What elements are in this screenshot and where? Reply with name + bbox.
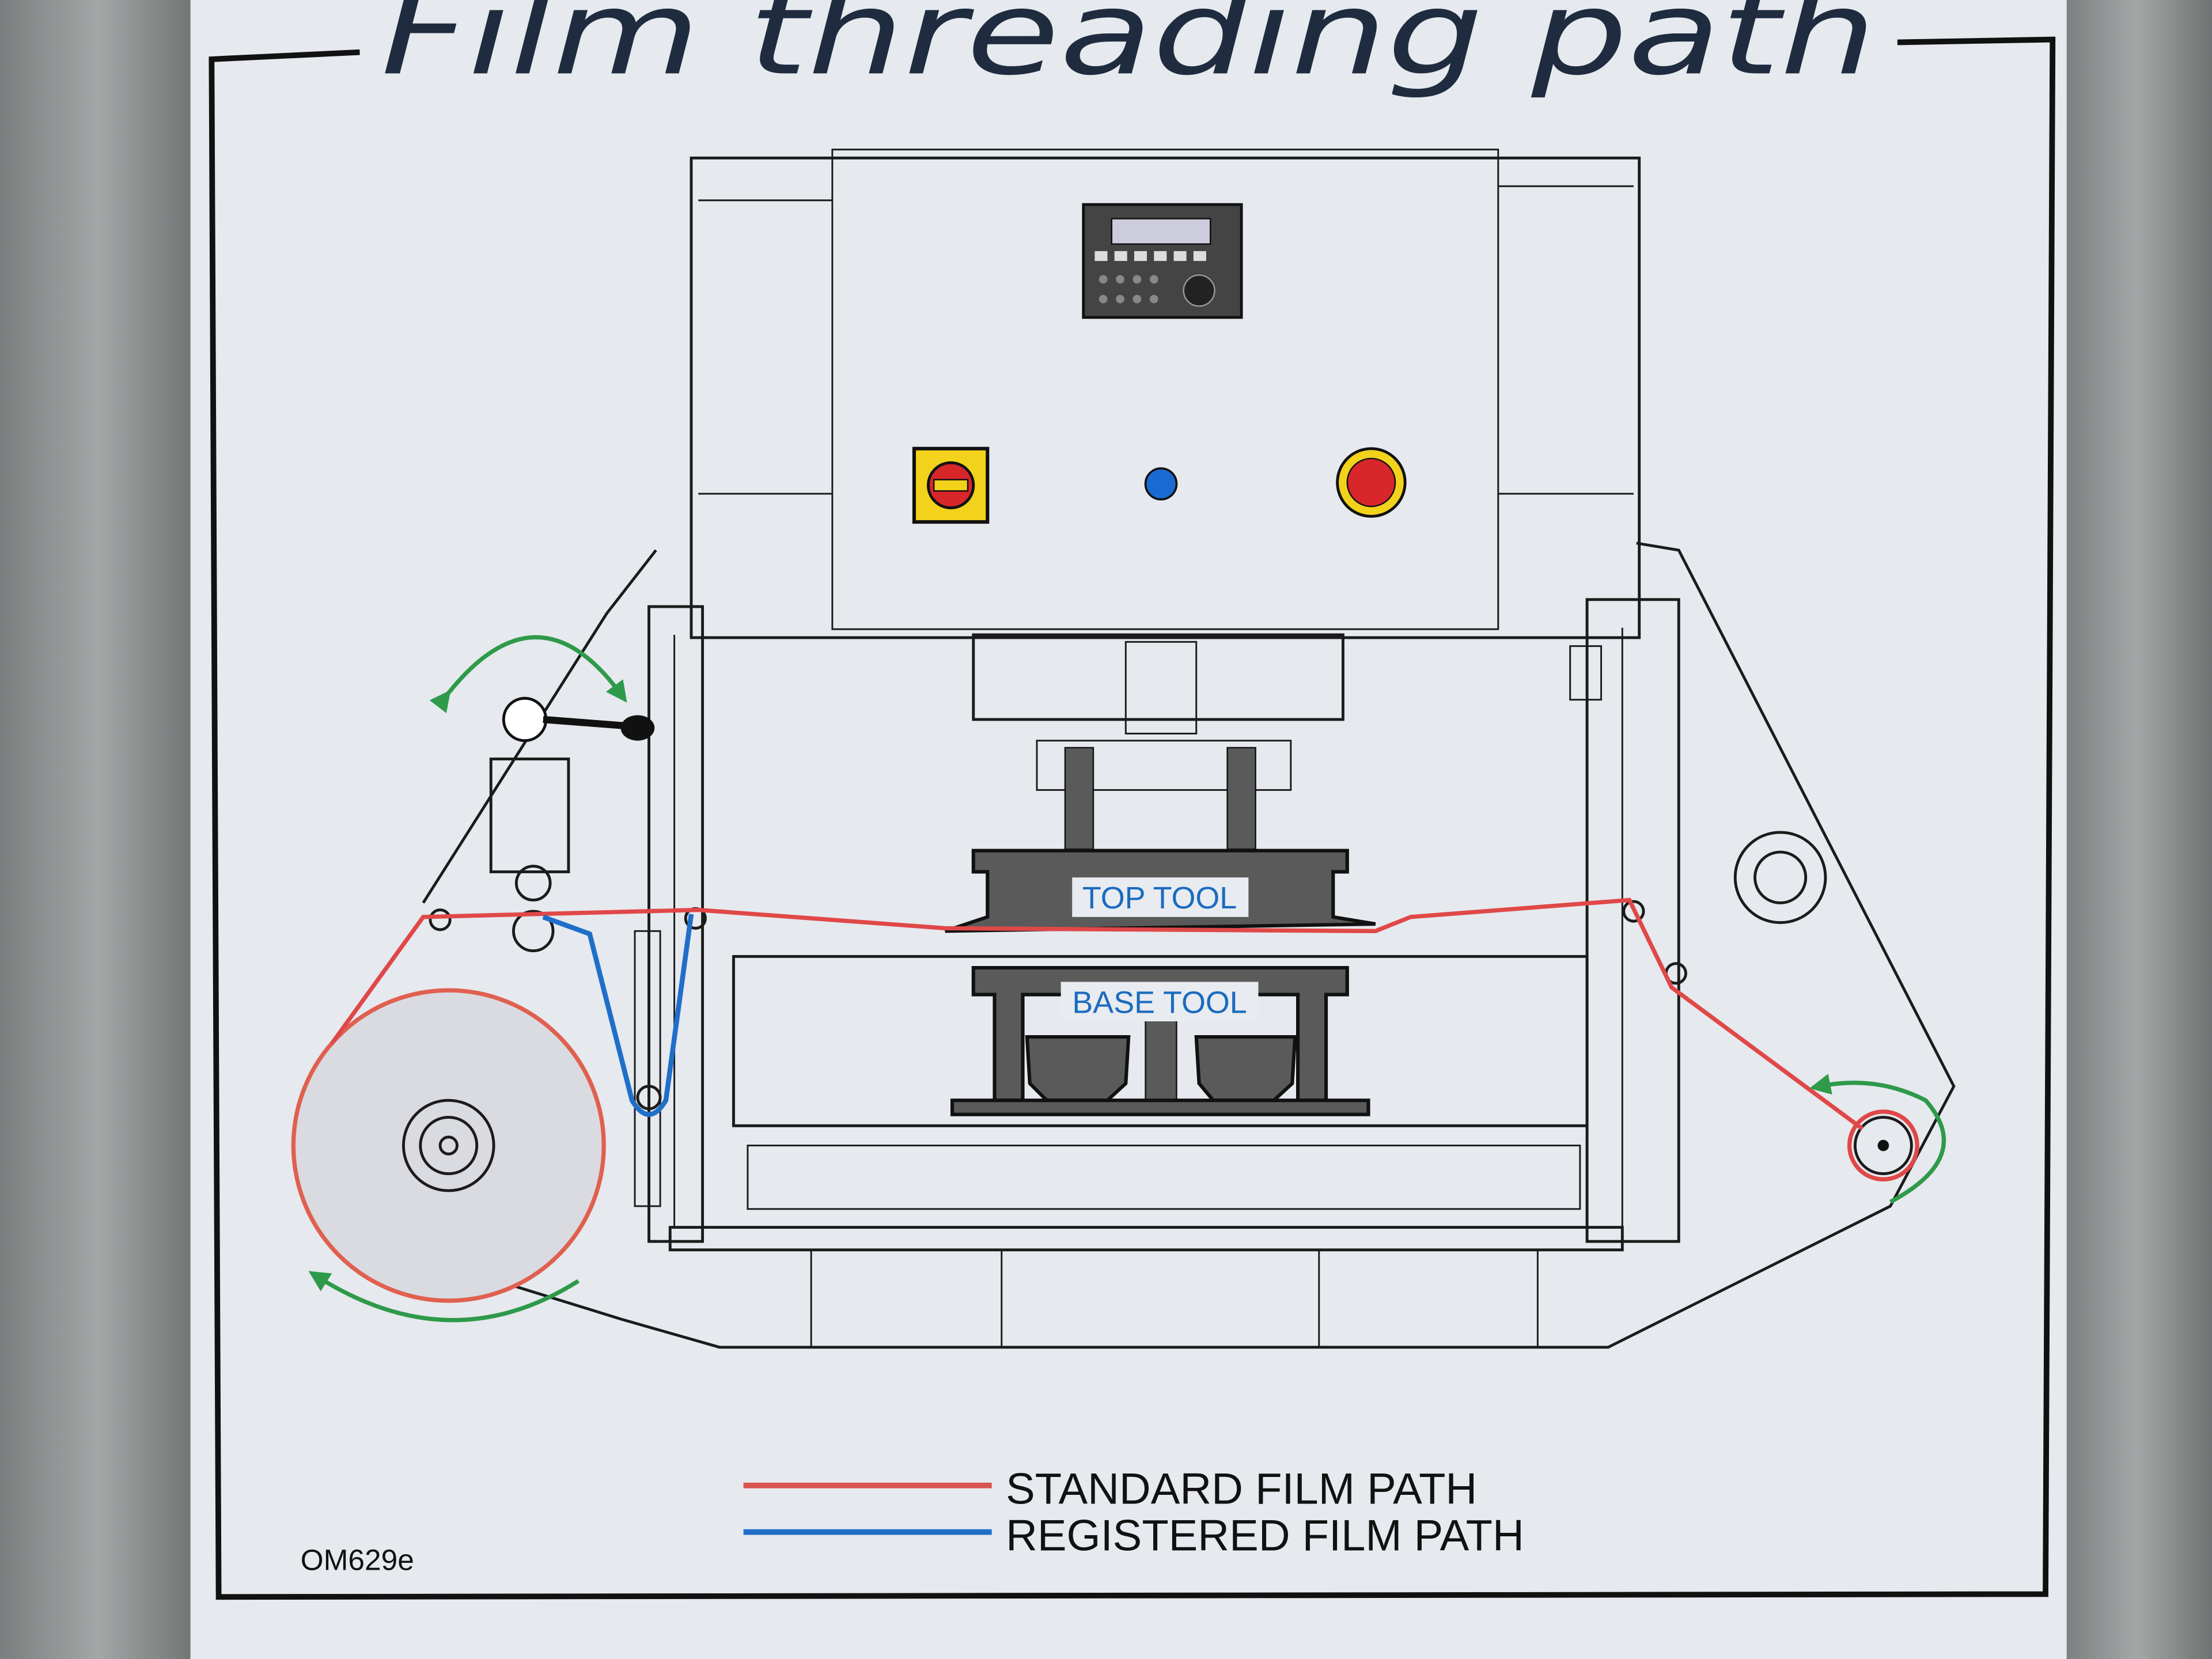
frame-post-right	[1585, 598, 1680, 1243]
press-head	[972, 633, 1344, 721]
steel-frame-right	[2062, 0, 2212, 1659]
tool-plate	[950, 1099, 1370, 1116]
right-spindle	[1733, 831, 1827, 925]
rewind-rotation-arrow-icon	[1809, 1074, 1946, 1204]
control-panel	[1082, 203, 1243, 319]
base-tool-label: BASE TOOL	[1072, 985, 1247, 1020]
tool-chamber	[732, 955, 1589, 1127]
standard-film-path	[329, 897, 1863, 1131]
registered-film-path	[542, 914, 694, 1117]
sign-title: Film threading path	[381, 0, 1876, 101]
legend-label-standard: STANDARD FILM PATH	[1006, 1465, 1477, 1514]
top-tool-label-bg	[1072, 877, 1249, 917]
legend-label-registered: REGISTERED FILM PATH	[1006, 1511, 1524, 1560]
waste-reel	[1853, 1116, 1913, 1175]
unwind-rotation-arrow-icon	[308, 1271, 580, 1323]
brake-handle-icon	[620, 715, 655, 741]
brake-arm	[489, 757, 570, 873]
document-code: OM629e	[301, 1543, 414, 1577]
machine-diagram: TOP TOOL BASE TOOL	[293, 149, 1956, 1349]
machine-housing	[324, 541, 1956, 1349]
indicator-light-icon	[1144, 467, 1178, 501]
upper-cabinet	[690, 156, 1641, 639]
legend: STANDARD FILM PATH REGISTERED FILM PATH	[743, 1465, 1524, 1560]
top-tool-label: TOP TOOL	[1082, 881, 1237, 915]
standard-film-path-reel	[291, 988, 606, 1303]
cabinet-door	[831, 149, 1499, 630]
film-reel	[293, 990, 604, 1301]
machine-base	[668, 1226, 1624, 1252]
steel-frame-left	[0, 0, 198, 1659]
reel-hub	[402, 1099, 495, 1192]
brake-rotation-arrows-icon	[429, 635, 627, 713]
sign-border	[209, 36, 2056, 1600]
